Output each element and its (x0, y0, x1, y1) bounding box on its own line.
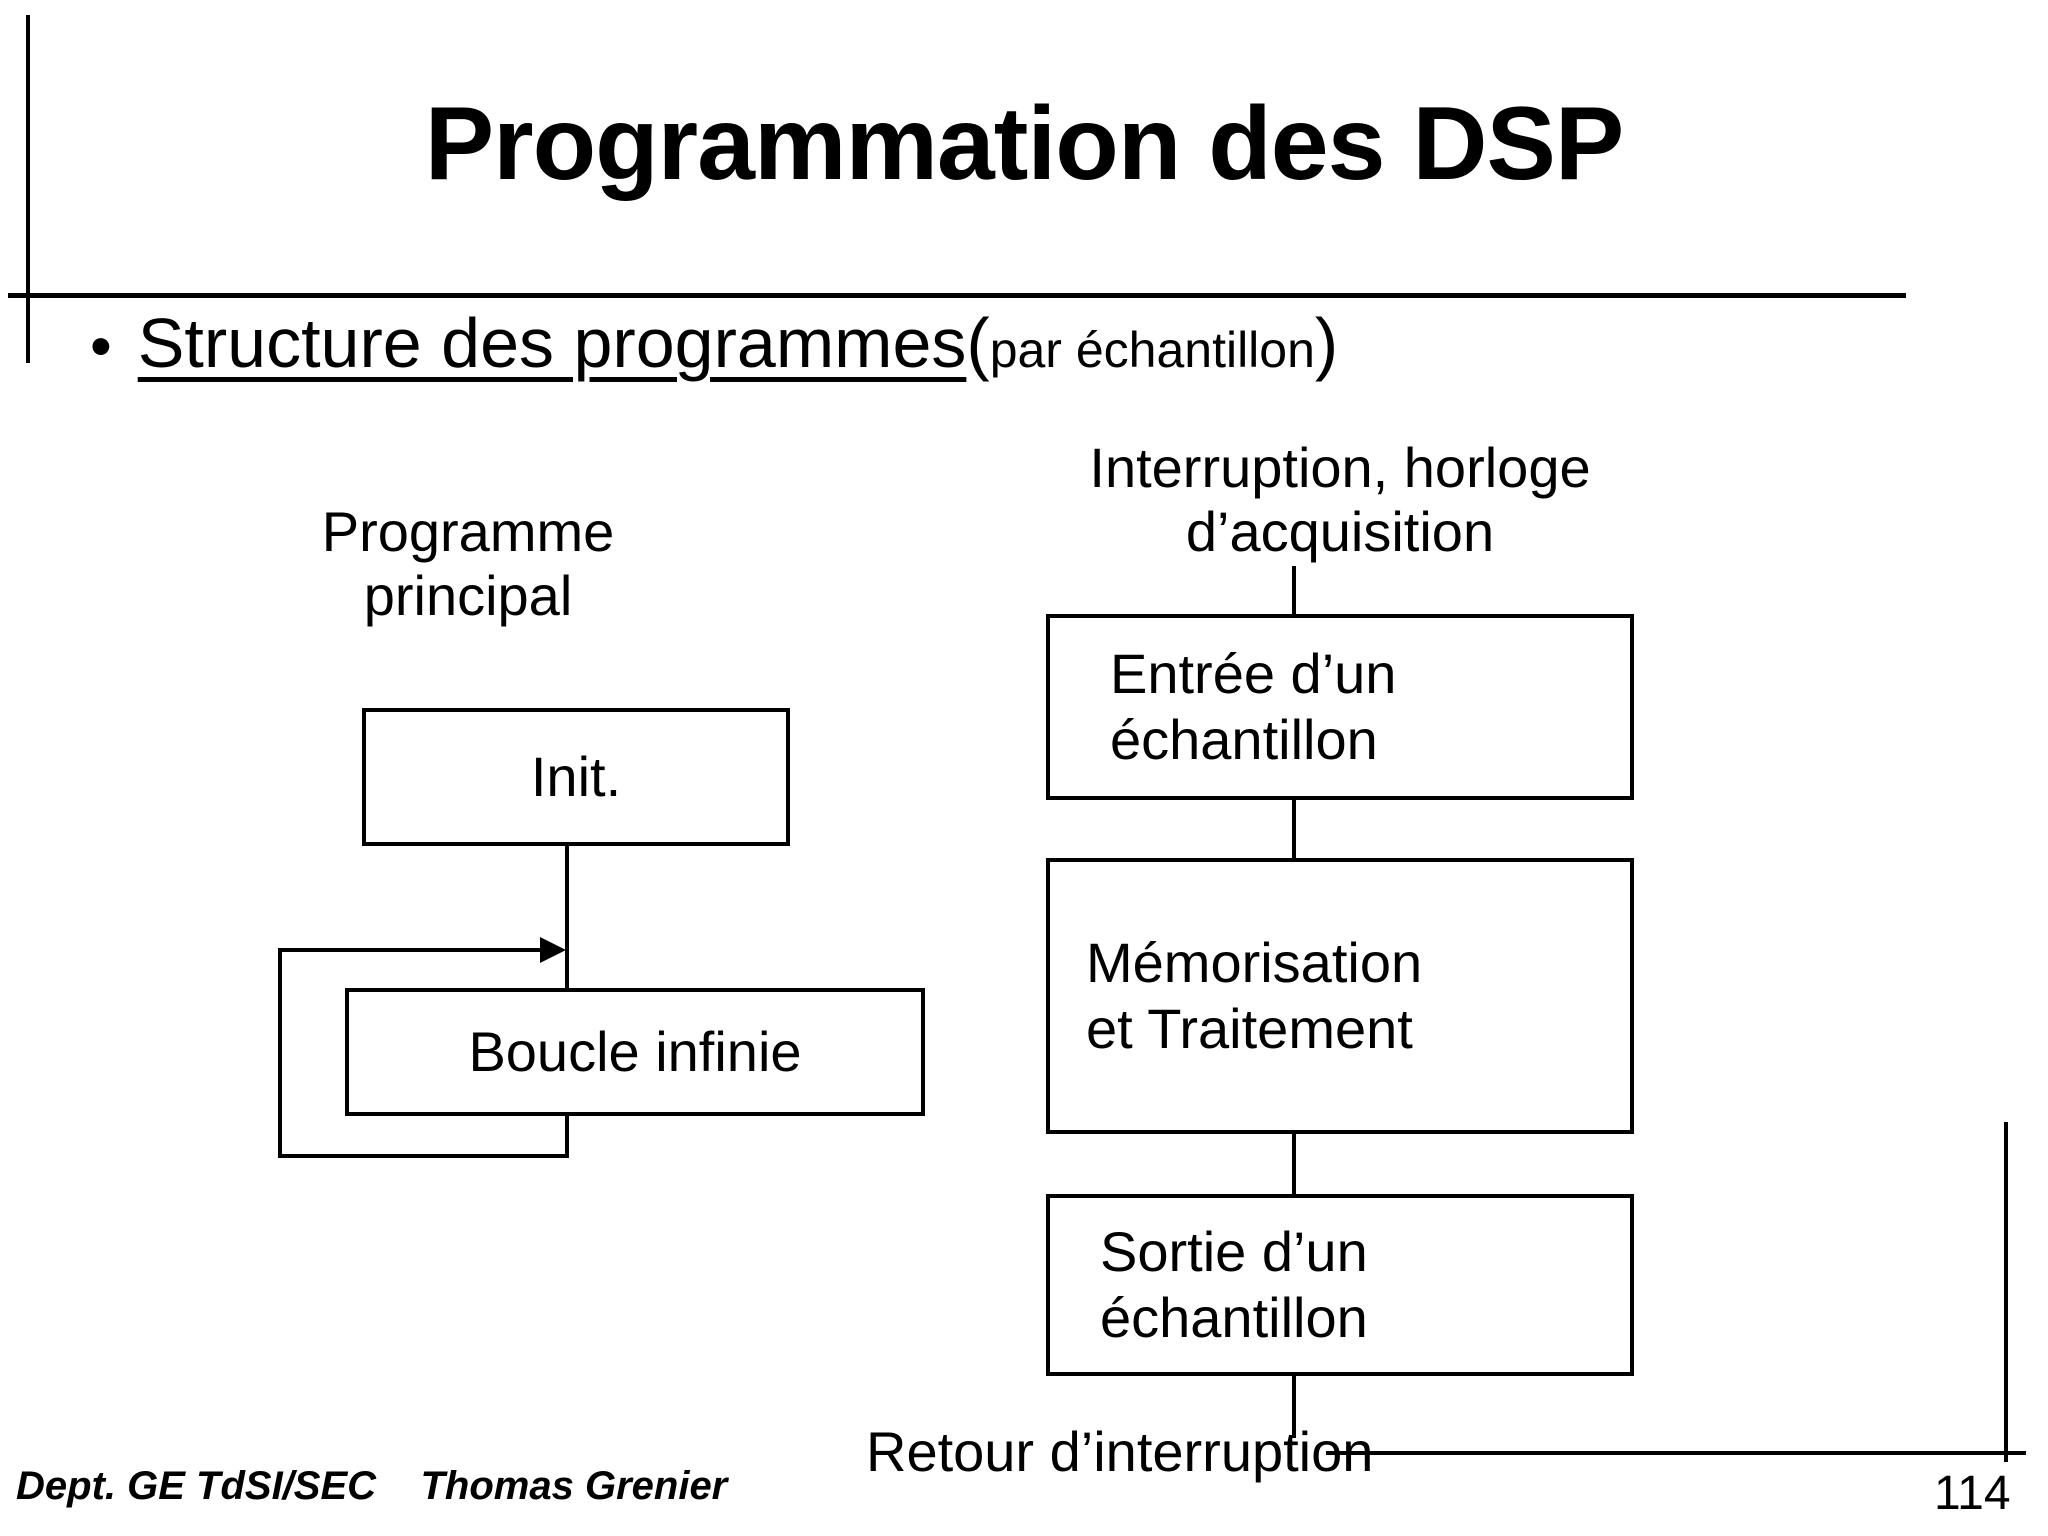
right-connector-interrupt-in (1292, 566, 1296, 618)
flow-box-memorisation-traitement-line1: Mémorisation (1086, 930, 1423, 994)
flow-box-boucle-infinie: Boucle infinie (345, 988, 925, 1116)
flow-box-entree-echantillon-line1: Entrée d’un (1110, 641, 1397, 705)
slide-page-number: 114 (1934, 1467, 2011, 1520)
frame-rule-left-vertical (26, 15, 30, 363)
bullet-paren-open: ( (966, 304, 990, 382)
frame-rule-right-vertical (2004, 1122, 2008, 1462)
flow-box-sortie-echantillon-line2: échantillon (1100, 1286, 1368, 1349)
right-diagram-caption-top: Interruption, horloge d’acquisition (1089, 436, 1591, 563)
flow-box-boucle-infinie-label: Boucle infinie (468, 1019, 802, 1083)
flow-box-init-label: Init. (530, 744, 622, 808)
flow-box-sortie-echantillon: Sortie d’un échantillon (1046, 1194, 1634, 1376)
frame-rule-bottom-horizontal (1326, 1451, 2026, 1455)
right-connector-sortie-to-retour (1292, 1376, 1296, 1438)
bullet-paren-close: ) (1314, 304, 1339, 382)
flow-box-memorisation-traitement: Mémorisation et Traitement (1046, 858, 1634, 1134)
left-loop-bottom-segment (278, 1154, 568, 1158)
flow-box-entree-echantillon-line2: échantillon (1110, 708, 1378, 771)
bullet-sub-text: par échantillon (989, 322, 1315, 378)
bullet-marker: • (90, 312, 112, 381)
footer-attribution: Dept. GE TdSI/SEC Thomas Grenier (16, 1464, 728, 1508)
right-diagram-caption-bottom: Retour d’interruption (866, 1420, 1374, 1483)
right-connector-memorisation-to-sortie (1292, 1134, 1296, 1196)
frame-rule-title-underline (8, 293, 1906, 298)
flow-box-memorisation-traitement-line2: et Traitement (1086, 997, 1413, 1060)
left-loop-top-segment (278, 948, 540, 952)
left-loop-arrowhead-icon (540, 937, 566, 963)
right-connector-entree-to-memorisation (1292, 800, 1296, 860)
slide-title: Programmation des DSP (424, 86, 1624, 202)
left-diagram-caption: Programme principal (321, 500, 615, 627)
flow-box-sortie-echantillon-line1: Sortie d’un (1100, 1219, 1368, 1283)
left-loop-left-segment (278, 948, 282, 1158)
bullet-item: • Structure des programmes ( par échanti… (90, 308, 1338, 378)
flow-box-entree-echantillon: Entrée d’un échantillon (1046, 614, 1634, 800)
flow-box-init: Init. (362, 708, 790, 846)
bullet-main-text: Structure des programmes (137, 304, 967, 382)
